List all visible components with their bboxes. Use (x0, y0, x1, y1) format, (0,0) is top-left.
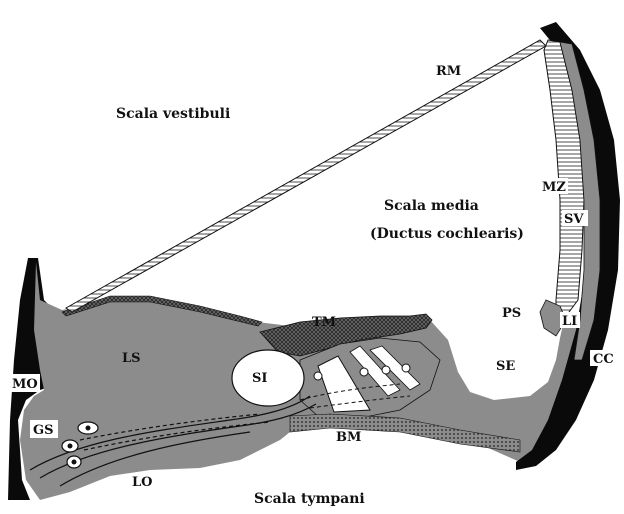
ps-label: PS (502, 306, 521, 321)
ductus-cochlearis-label: (Ductus cochlearis) (370, 226, 524, 242)
mz-label: MZ (542, 180, 566, 195)
scala-vestibuli-label: Scala vestibuli (116, 106, 230, 122)
gs-label: GS (33, 423, 54, 438)
se-label: SE (496, 359, 515, 374)
li-label: LI (562, 314, 577, 329)
si-label: SI (252, 371, 267, 386)
lo-label: LO (132, 475, 152, 490)
cc-label: CC (593, 352, 614, 367)
sv-label: SV (564, 212, 584, 227)
reissners-membrane (66, 40, 546, 312)
tm-label: TM (312, 315, 336, 330)
inner-sulcus (232, 350, 304, 406)
ls-label: LS (122, 351, 141, 366)
mo-label: MO (12, 377, 38, 392)
scala-tympani-label: Scala tympani (254, 491, 365, 507)
bm-label: BM (336, 430, 361, 445)
rm-label: RM (436, 64, 461, 79)
scala-media-label: Scala media (384, 198, 479, 214)
